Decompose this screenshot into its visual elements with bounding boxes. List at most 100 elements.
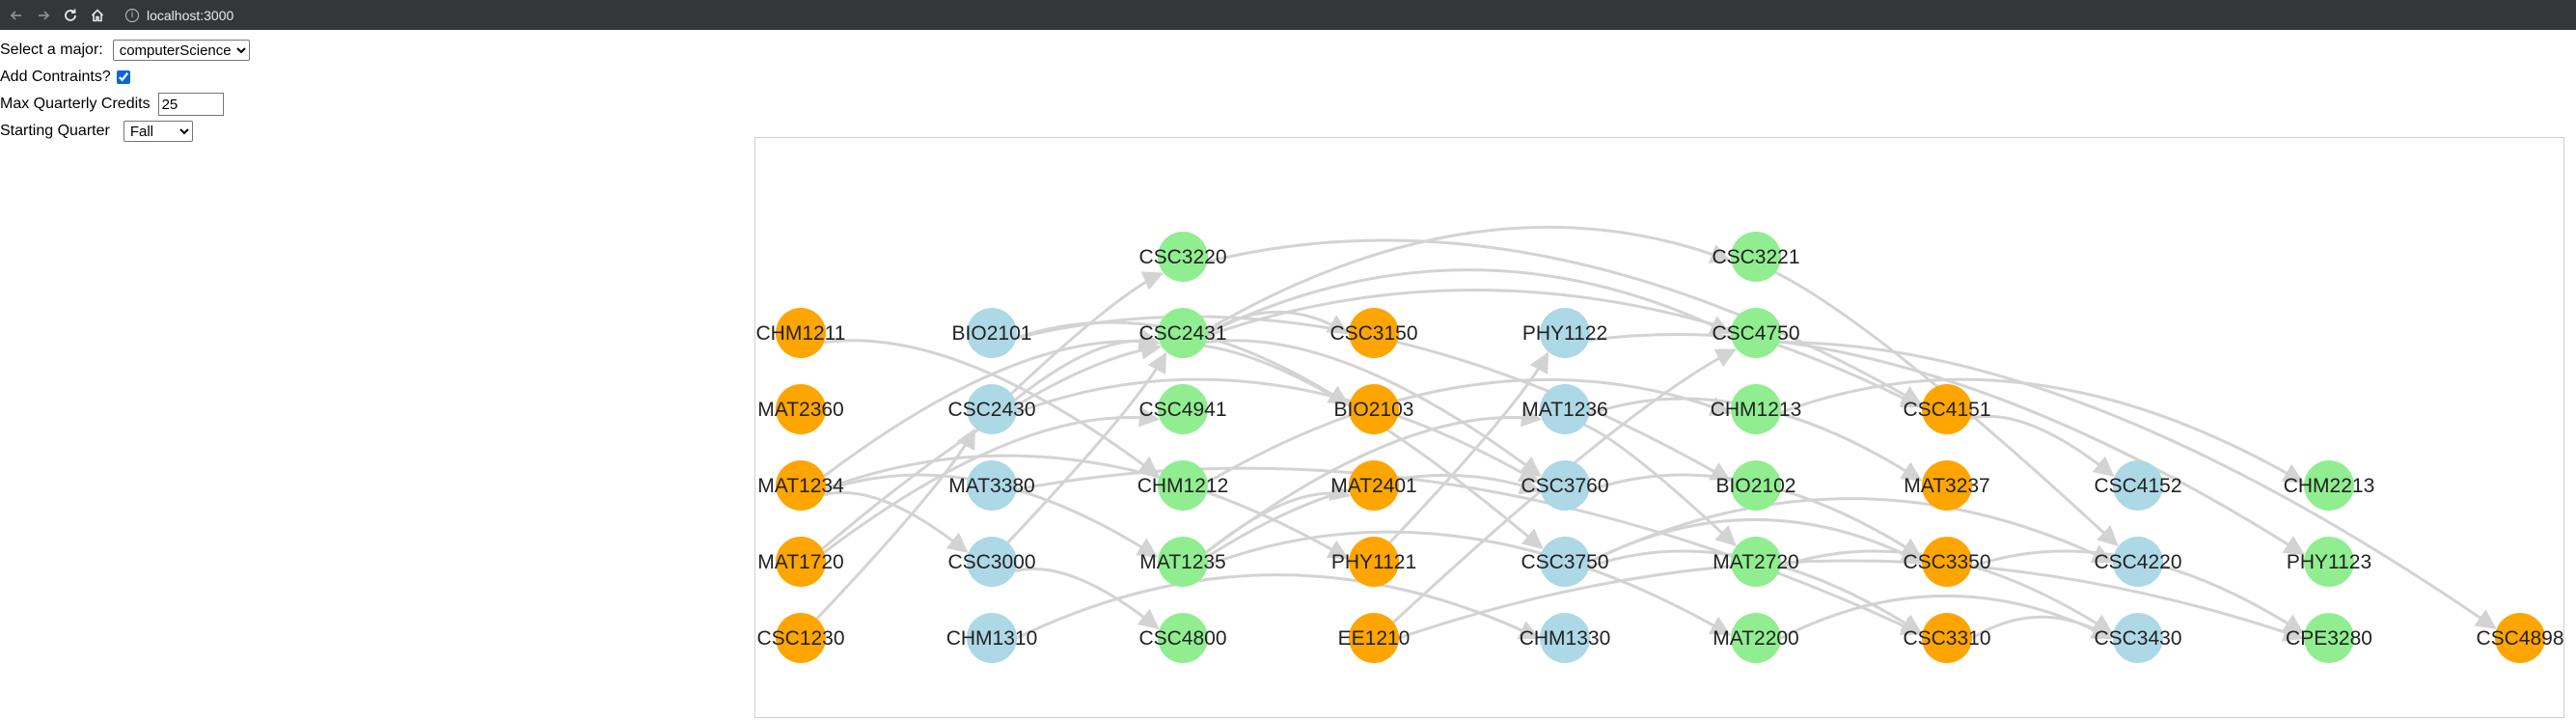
quarter-select[interactable]: Fall [123, 121, 193, 142]
course-node-circle[interactable] [776, 537, 826, 587]
course-node-circle[interactable] [1922, 460, 1972, 511]
course-node-PHY1123[interactable]: PHY1123 [2287, 537, 2371, 587]
course-node-MAT2720[interactable]: MAT2720 [1713, 537, 1799, 587]
course-node-circle[interactable] [2113, 537, 2163, 587]
course-node-circle[interactable] [1158, 460, 1208, 511]
course-node-CSC4152[interactable]: CSC4152 [2094, 460, 2182, 511]
course-node-CHM1330[interactable]: CHM1330 [1520, 613, 1611, 663]
course-node-MAT3380[interactable]: MAT3380 [948, 460, 1035, 511]
course-node-MAT2360[interactable]: MAT2360 [757, 384, 844, 434]
course-node-CSC3150[interactable]: CSC3150 [1329, 308, 1418, 358]
course-node-circle[interactable] [967, 460, 1017, 511]
course-node-circle[interactable] [1158, 232, 1208, 282]
course-node-circle[interactable] [2113, 460, 2163, 511]
course-node-circle[interactable] [1731, 384, 1781, 434]
course-node-circle[interactable] [1540, 460, 1590, 511]
address-bar[interactable]: i localhost:3000 [125, 8, 233, 23]
course-node-circle[interactable] [967, 308, 1017, 358]
course-node-circle[interactable] [1540, 308, 1590, 358]
course-node-circle[interactable] [776, 613, 826, 663]
course-node-circle[interactable] [2304, 537, 2354, 587]
course-node-CSC4941[interactable]: CSC4941 [1138, 384, 1227, 434]
back-icon[interactable] [6, 5, 27, 26]
course-node-CSC2431[interactable]: CSC2431 [1138, 308, 1227, 358]
course-node-CHM1213[interactable]: CHM1213 [1711, 384, 1802, 434]
edge-MAT1234-CSC2431 [823, 330, 1161, 478]
course-node-circle[interactable] [1349, 384, 1399, 434]
info-icon[interactable]: i [125, 8, 139, 22]
course-node-BIO2102[interactable]: BIO2102 [1716, 460, 1796, 511]
course-node-CSC1230[interactable]: CSC1230 [756, 613, 845, 663]
course-node-EE1210[interactable]: EE1210 [1338, 613, 1411, 663]
course-node-CSC4800[interactable]: CSC4800 [1138, 613, 1227, 663]
course-node-MAT1236[interactable]: MAT1236 [1521, 384, 1608, 434]
course-node-MAT1234[interactable]: MAT1234 [757, 460, 844, 511]
course-node-circle[interactable] [776, 384, 826, 434]
course-node-MAT1235[interactable]: MAT1235 [1139, 537, 1226, 587]
course-node-circle[interactable] [1349, 308, 1399, 358]
course-node-CHM1212[interactable]: CHM1212 [1137, 460, 1229, 511]
course-node-CPE3280[interactable]: CPE3280 [2286, 613, 2372, 663]
course-node-circle[interactable] [967, 613, 1017, 663]
course-node-circle[interactable] [1731, 308, 1781, 358]
course-node-circle[interactable] [1922, 384, 1972, 434]
forward-icon[interactable] [33, 5, 54, 26]
course-node-circle[interactable] [2304, 613, 2354, 663]
course-node-circle[interactable] [1922, 537, 1972, 587]
course-node-CSC4898[interactable]: CSC4898 [2476, 613, 2563, 663]
course-node-circle[interactable] [2113, 613, 2163, 663]
credits-input[interactable] [157, 93, 224, 116]
course-node-circle[interactable] [1158, 613, 1208, 663]
course-node-circle[interactable] [1540, 384, 1590, 434]
course-node-circle[interactable] [1731, 460, 1781, 511]
edge-CSC2431-CSC4151 [1207, 289, 1923, 408]
course-node-circle[interactable] [1540, 613, 1590, 663]
course-node-CHM2213[interactable]: CHM2213 [2284, 460, 2375, 511]
course-node-label: CSC4151 [1903, 399, 1990, 421]
course-node-BIO2101[interactable]: BIO2101 [952, 308, 1032, 358]
major-select[interactable]: computerScience [112, 40, 250, 61]
course-node-CSC4750[interactable]: CSC4750 [1712, 308, 1800, 358]
course-node-BIO2103[interactable]: BIO2103 [1334, 384, 1414, 434]
course-node-PHY1121[interactable]: PHY1121 [1331, 537, 1416, 587]
course-node-CHM1310[interactable]: CHM1310 [946, 613, 1038, 663]
course-node-CSC3430[interactable]: CSC3430 [2094, 613, 2182, 663]
course-node-circle[interactable] [1922, 613, 1972, 663]
course-node-circle[interactable] [1158, 308, 1208, 358]
course-node-CSC2430[interactable]: CSC2430 [947, 384, 1036, 434]
course-node-MAT3237[interactable]: MAT3237 [1904, 460, 1990, 511]
course-node-circle[interactable] [776, 460, 826, 511]
course-node-circle[interactable] [2495, 613, 2545, 663]
home-icon[interactable] [87, 5, 108, 26]
course-node-circle[interactable] [1349, 613, 1399, 663]
course-node-circle[interactable] [1731, 537, 1781, 587]
course-node-PHY1122[interactable]: PHY1122 [1522, 308, 1607, 358]
course-node-CSC3220[interactable]: CSC3220 [1138, 232, 1227, 282]
course-node-circle[interactable] [967, 537, 1017, 587]
course-node-circle[interactable] [1158, 384, 1208, 434]
course-node-circle[interactable] [1158, 537, 1208, 587]
course-node-circle[interactable] [1731, 232, 1781, 282]
course-node-CSC4220[interactable]: CSC4220 [2094, 537, 2182, 587]
course-node-CSC3000[interactable]: CSC3000 [947, 537, 1036, 587]
course-node-CSC3310[interactable]: CSC3310 [1903, 613, 1991, 663]
course-node-circle[interactable] [1540, 537, 1590, 587]
course-node-CHM1211[interactable]: CHM1211 [756, 308, 846, 358]
course-node-circle[interactable] [2304, 460, 2354, 511]
course-node-CSC3750[interactable]: CSC3750 [1521, 537, 1609, 587]
course-node-circle[interactable] [967, 384, 1017, 434]
course-node-circle[interactable] [1731, 613, 1781, 663]
course-node-circle[interactable] [1349, 460, 1399, 511]
course-node-label: CSC2431 [1138, 322, 1226, 345]
course-node-MAT2401[interactable]: MAT2401 [1330, 460, 1417, 511]
reload-icon[interactable] [60, 5, 81, 26]
course-node-CSC3350[interactable]: CSC3350 [1903, 537, 1991, 587]
course-node-circle[interactable] [1349, 537, 1399, 587]
constraints-checkbox[interactable] [116, 70, 130, 84]
course-node-MAT1720[interactable]: MAT1720 [757, 537, 844, 587]
course-node-CSC3760[interactable]: CSC3760 [1521, 460, 1609, 511]
course-node-MAT2200[interactable]: MAT2200 [1713, 613, 1799, 663]
course-node-CSC3221[interactable]: CSC3221 [1712, 232, 1800, 282]
course-node-circle[interactable] [776, 308, 826, 358]
course-node-CSC4151[interactable]: CSC4151 [1903, 384, 1991, 434]
